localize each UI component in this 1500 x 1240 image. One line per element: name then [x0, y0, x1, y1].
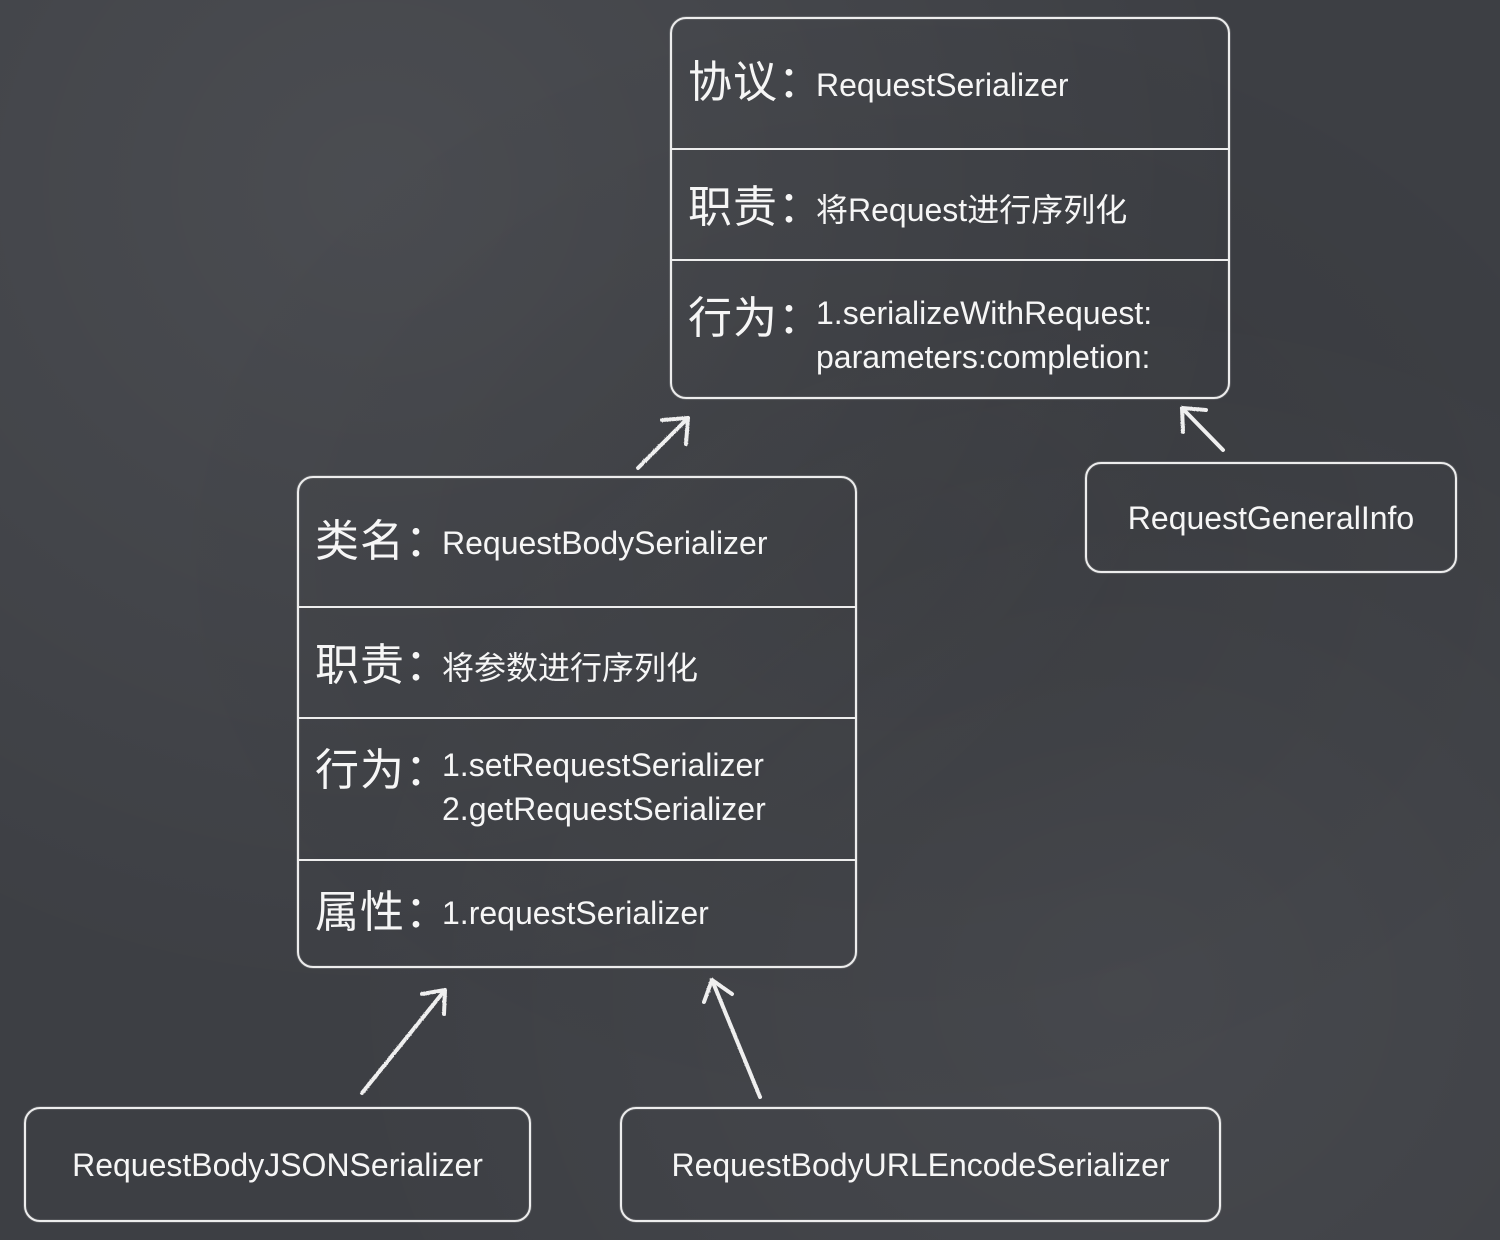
class-property-value: 1.requestSerializer — [442, 895, 709, 931]
protocol-box: 协议： RequestSerializer 职责： 将Request进行序列化 … — [670, 17, 1230, 399]
class-duty-section: 职责： 将参数进行序列化 — [299, 606, 855, 717]
class-behavior-value: 1.setRequestSerializer 2.getRequestSeria… — [442, 747, 766, 827]
protocol-label: 协议： — [688, 58, 823, 107]
class-duty-label: 职责： — [315, 641, 450, 690]
class-property-section: 属性： 1.requestSerializer — [299, 859, 855, 966]
arrow-json-to-class — [360, 988, 447, 1095]
arrow-class-to-protocol — [636, 416, 690, 470]
url-encode-serializer-box: RequestBodyURLEncodeSerializer — [620, 1107, 1221, 1222]
protocol-behavior-section: 行为： 1.serializeWithRequest: parameters:c… — [672, 259, 1228, 397]
class-behavior-section: 行为： 1.setRequestSerializer 2.getRequestS… — [299, 717, 855, 859]
json-serializer-label: RequestBodyJSONSerializer — [72, 1146, 483, 1183]
class-name-section: 类名： RequestBodySerializer — [299, 478, 855, 606]
class-property-label: 属性： — [315, 888, 450, 937]
json-serializer-box: RequestBodyJSONSerializer — [24, 1107, 531, 1222]
protocol-duty-section: 职责： 将Request进行序列化 — [672, 148, 1228, 259]
protocol-value: RequestSerializer — [816, 67, 1069, 103]
url-encode-serializer-label: RequestBodyURLEncodeSerializer — [671, 1146, 1170, 1183]
protocol-name-section: 协议： RequestSerializer — [672, 19, 1228, 148]
class-value: RequestBodySerializer — [442, 525, 768, 561]
protocol-duty-value: 将Request进行序列化 — [816, 192, 1128, 228]
class-duty-value: 将参数进行序列化 — [442, 650, 699, 686]
class-label: 类名： — [315, 517, 450, 566]
arrow-generalinfo-to-protocol — [1180, 406, 1225, 452]
class-box: 类名： RequestBodySerializer 职责： 将参数进行序列化 行… — [297, 476, 857, 968]
general-info-box: RequestGeneralInfo — [1085, 462, 1457, 573]
arrow-urlencode-to-class — [702, 978, 762, 1099]
class-behavior-label: 行为： — [315, 746, 450, 795]
protocol-behavior-label: 行为： — [688, 294, 823, 343]
general-info-label: RequestGeneralInfo — [1127, 499, 1415, 536]
protocol-duty-label: 职责： — [688, 183, 823, 232]
protocol-behavior-value: 1.serializeWithRequest: parameters:compl… — [816, 295, 1153, 375]
